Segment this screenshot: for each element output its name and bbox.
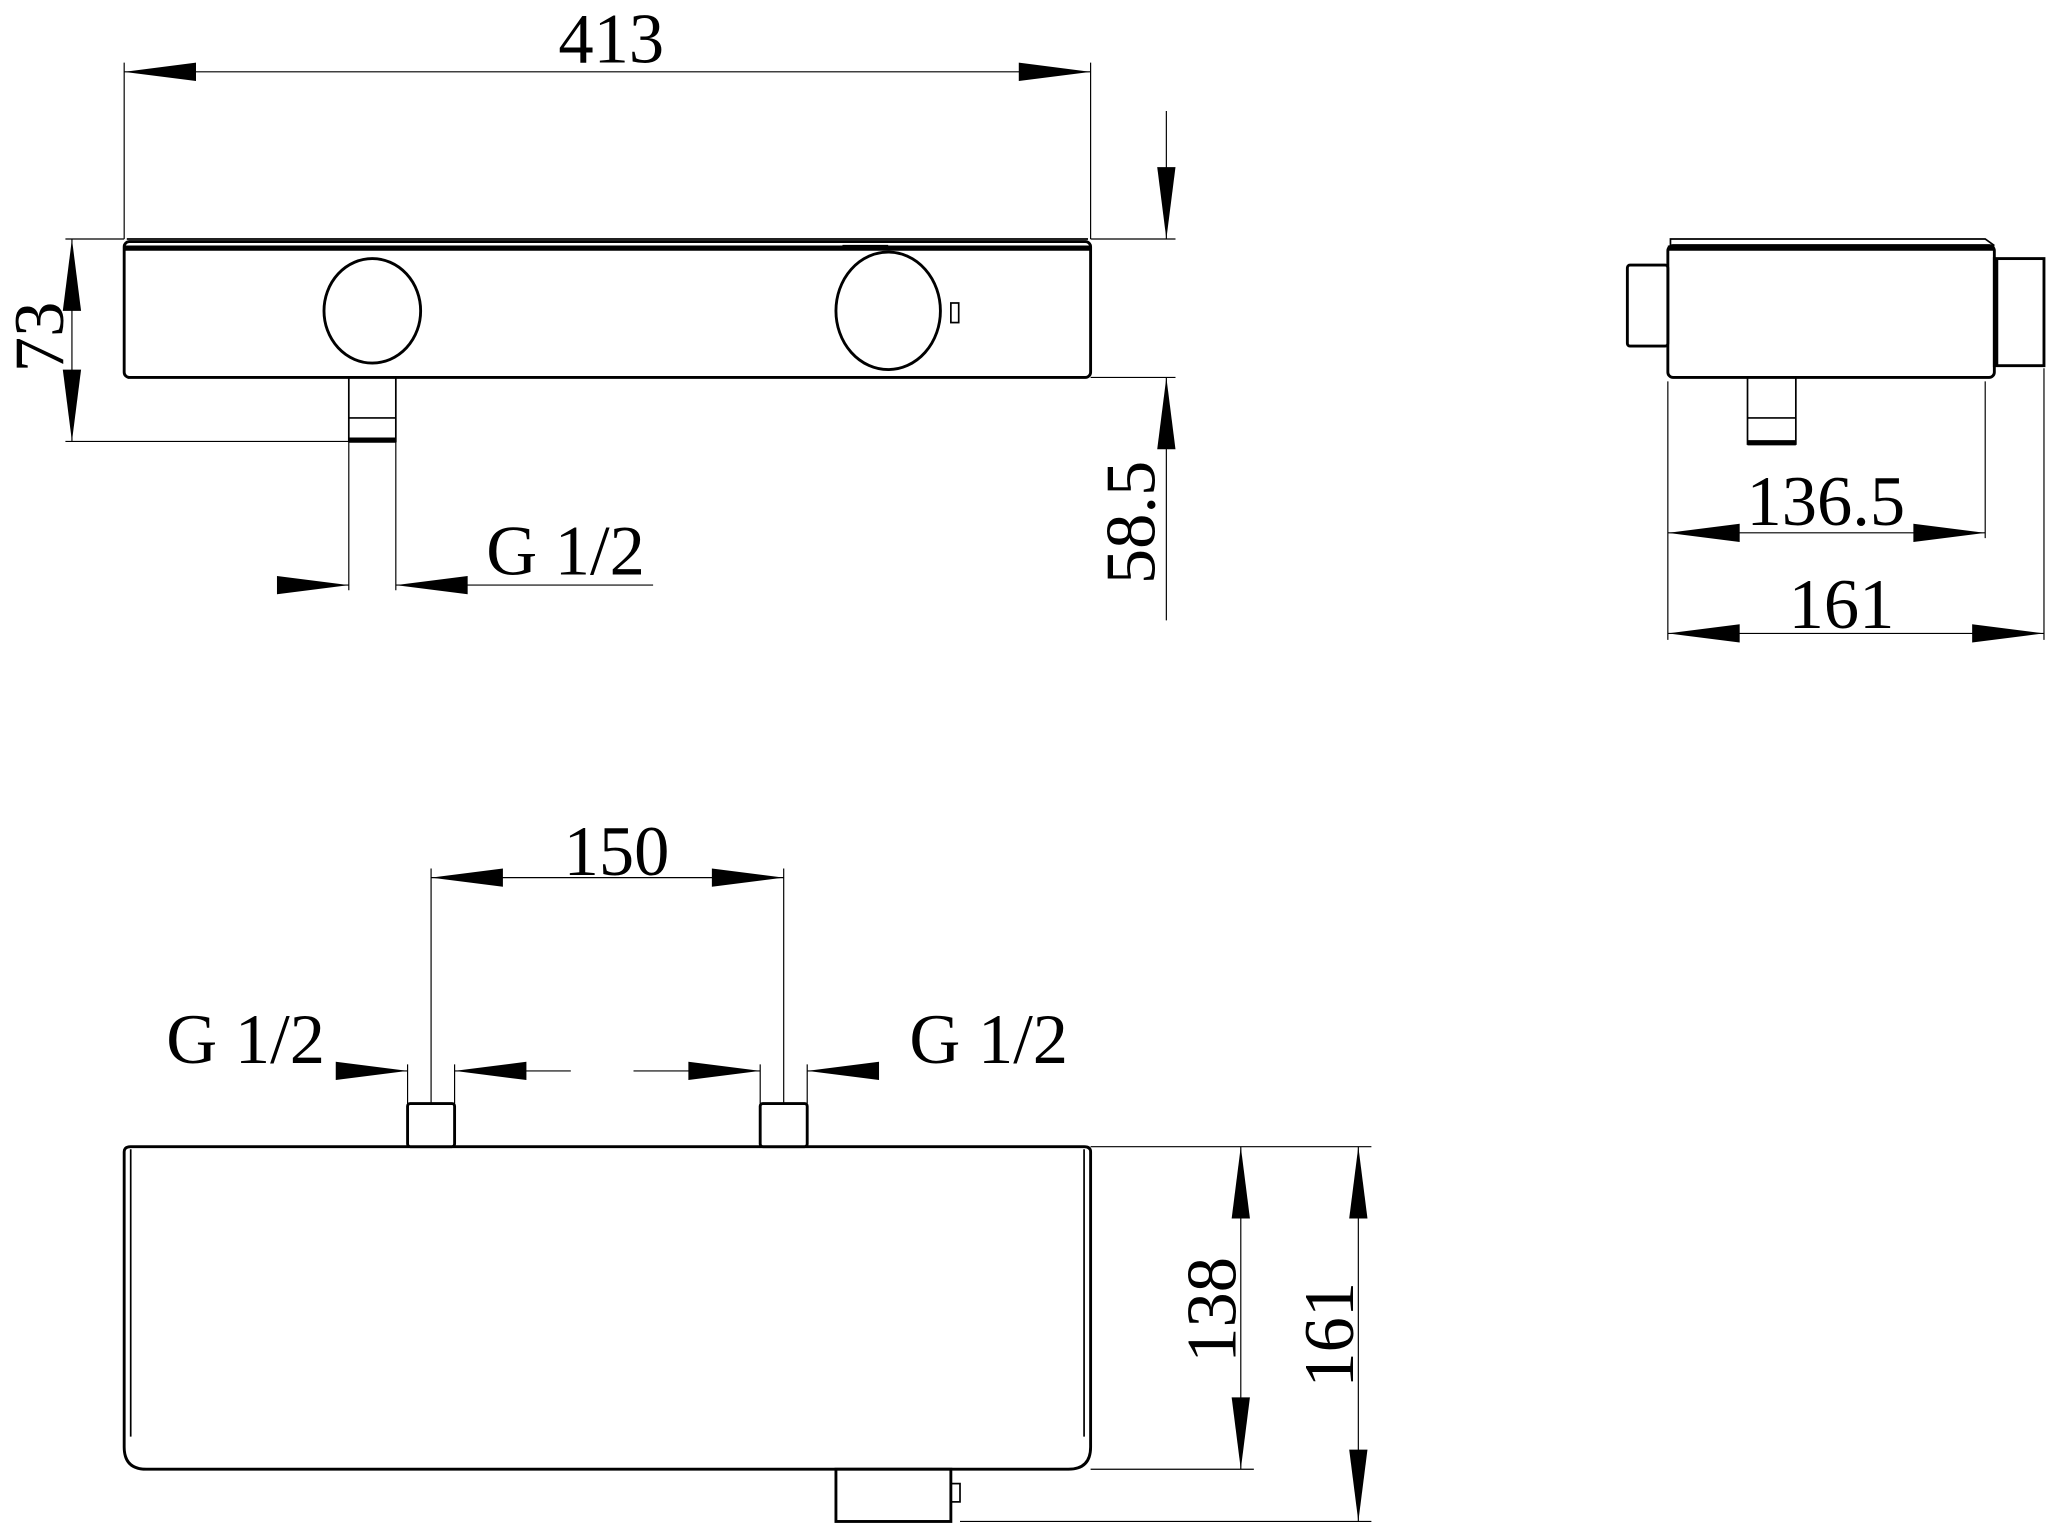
front-outlet	[347, 376, 397, 443]
dim-label-left-inlet-thread: G 1/2	[166, 1001, 325, 1079]
side-left-stub	[1625, 263, 1670, 348]
dim-label-161-side: 161	[1789, 566, 1895, 644]
dimension-136-5: 136.5	[1667, 463, 1986, 542]
dim-label-right-inlet-thread: G 1/2	[909, 1001, 1068, 1079]
bottom-view: 150 G 1/2 G 1/2 138	[122, 813, 1372, 1523]
dim-label-outlet-thread: G 1/2	[486, 513, 645, 591]
left-inlet	[406, 1102, 457, 1149]
right-inlet	[758, 1102, 809, 1149]
left-knob	[322, 257, 423, 365]
knob-button	[950, 302, 960, 324]
dimension-161-bottom: 161	[960, 1146, 1372, 1523]
dimension-161-side: 161	[1667, 566, 2044, 644]
dim-label-138: 138	[1174, 1257, 1252, 1363]
dimension-73: 73	[1, 238, 349, 443]
front-body	[122, 240, 1093, 379]
side-view: 136.5 161	[1625, 238, 2046, 644]
side-outlet	[1746, 376, 1797, 445]
side-body	[1666, 244, 1996, 379]
bottom-body	[122, 1145, 1093, 1471]
dim-label-136-5: 136.5	[1747, 463, 1906, 541]
bottom-outlet	[834, 1467, 953, 1523]
front-view: 413 73 58.5 G 1/2	[1, 1, 1176, 621]
dim-label-73: 73	[1, 302, 79, 373]
dim-label-161-bottom: 161	[1291, 1282, 1369, 1388]
right-knob	[834, 250, 942, 372]
side-right-cap	[1992, 257, 2046, 368]
dimension-150: 150	[430, 813, 785, 1104]
dimension-138: 138	[1090, 1146, 1372, 1470]
dim-label-150: 150	[564, 813, 670, 891]
dim-label-413: 413	[558, 1, 664, 79]
dimension-left-inlet-thread: G 1/2	[166, 1001, 571, 1104]
dim-label-58-5: 58.5	[1093, 461, 1171, 584]
bottom-outlet-button	[950, 1482, 961, 1503]
dimension-413: 413	[123, 1, 1092, 239]
dimension-right-inlet-thread: G 1/2	[633, 1001, 1068, 1104]
dimension-outlet-thread: G 1/2	[276, 441, 654, 595]
dimension-58-5: 58.5	[1090, 111, 1176, 621]
